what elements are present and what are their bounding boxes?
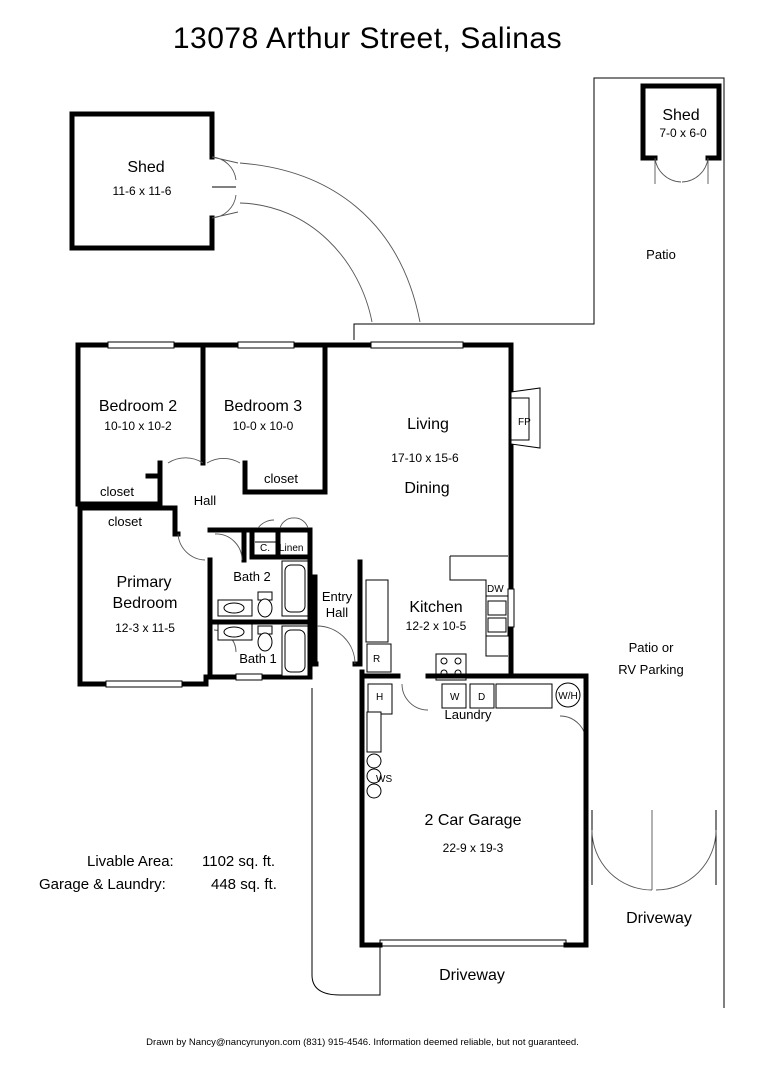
entry-hall-line2: Hall — [326, 605, 349, 620]
page-title: 13078 Arthur Street, Salinas — [172, 22, 563, 55]
refrigerator-label: R — [373, 654, 380, 665]
patio-label: Patio — [646, 247, 676, 262]
footer-credit: Drawn by Nancy@nancyrunyon.com (831) 915… — [146, 1037, 579, 1048]
water-heater-label: W/H — [558, 691, 577, 702]
shed-large — [69, 111, 239, 251]
dw-label: DW — [487, 584, 504, 595]
fireplace — [510, 387, 541, 449]
bedroom2-dims: 10-10 x 10-2 — [104, 419, 172, 433]
shed-large-dims: 11-6 x 11-6 — [113, 184, 172, 198]
shed-small-name: Shed — [662, 107, 699, 124]
bedroom3-name: Bedroom 3 — [224, 398, 302, 415]
windows — [105, 341, 567, 947]
entry-hall-line1: Entry — [322, 589, 353, 604]
dryer-label: D — [478, 692, 485, 703]
driveway-bottom: Driveway — [439, 967, 505, 984]
ws-label: WS — [376, 774, 392, 785]
heater-label: H — [376, 692, 383, 703]
linen-label: Linen — [279, 543, 303, 554]
c-closet-label: C. — [260, 543, 270, 554]
washer-label: W — [450, 692, 460, 703]
bedroom2-name: Bedroom 2 — [99, 398, 177, 415]
dining-name: Dining — [404, 480, 449, 497]
shed-large-name: Shed — [127, 159, 164, 176]
garage — [359, 669, 589, 948]
bath-fixtures — [217, 541, 309, 677]
garage-dims: 22-9 x 19-3 — [443, 841, 504, 855]
living-name: Living — [407, 416, 449, 433]
fireplace-label: FP — [518, 417, 531, 428]
primary-dims: 12-3 x 11-5 — [115, 621, 175, 635]
livable-area-label: Livable Area: — [87, 853, 174, 870]
shed-small-dims: 7-0 x 6-0 — [659, 126, 707, 140]
hall-label: Hall — [194, 493, 217, 508]
interior-doors — [167, 457, 717, 891]
garage-area-label: Garage & Laundry: — [39, 876, 166, 893]
laundry-label: Laundry — [445, 707, 492, 722]
driveway-right: Driveway — [626, 910, 692, 927]
living-dims: 17-10 x 15-6 — [391, 451, 459, 465]
garage-name: 2 Car Garage — [425, 812, 522, 829]
closet-primary: closet — [108, 514, 142, 529]
livable-area-value: 1102 sq. ft. — [202, 853, 276, 870]
closet-bedroom3: closet — [264, 471, 298, 486]
bath1-label: Bath 1 — [239, 651, 277, 666]
bedroom3-dims: 10-0 x 10-0 — [233, 419, 294, 433]
kitchen-dims: 12-2 x 10-5 — [406, 619, 467, 633]
shed-small — [640, 83, 722, 184]
kitchen-name: Kitchen — [409, 599, 462, 616]
primary-name-line2: Bedroom — [113, 595, 178, 612]
bath2-label: Bath 2 — [233, 569, 271, 584]
rv-line1: Patio or — [629, 640, 674, 655]
kitchen-fixtures — [365, 555, 509, 681]
primary-name-line1: Primary — [116, 574, 171, 591]
garage-area-value: 448 sq. ft. — [211, 876, 277, 893]
patio-boundary — [311, 77, 725, 1008]
rv-line2: RV Parking — [618, 662, 684, 677]
closet-bedroom2: closet — [100, 484, 134, 499]
